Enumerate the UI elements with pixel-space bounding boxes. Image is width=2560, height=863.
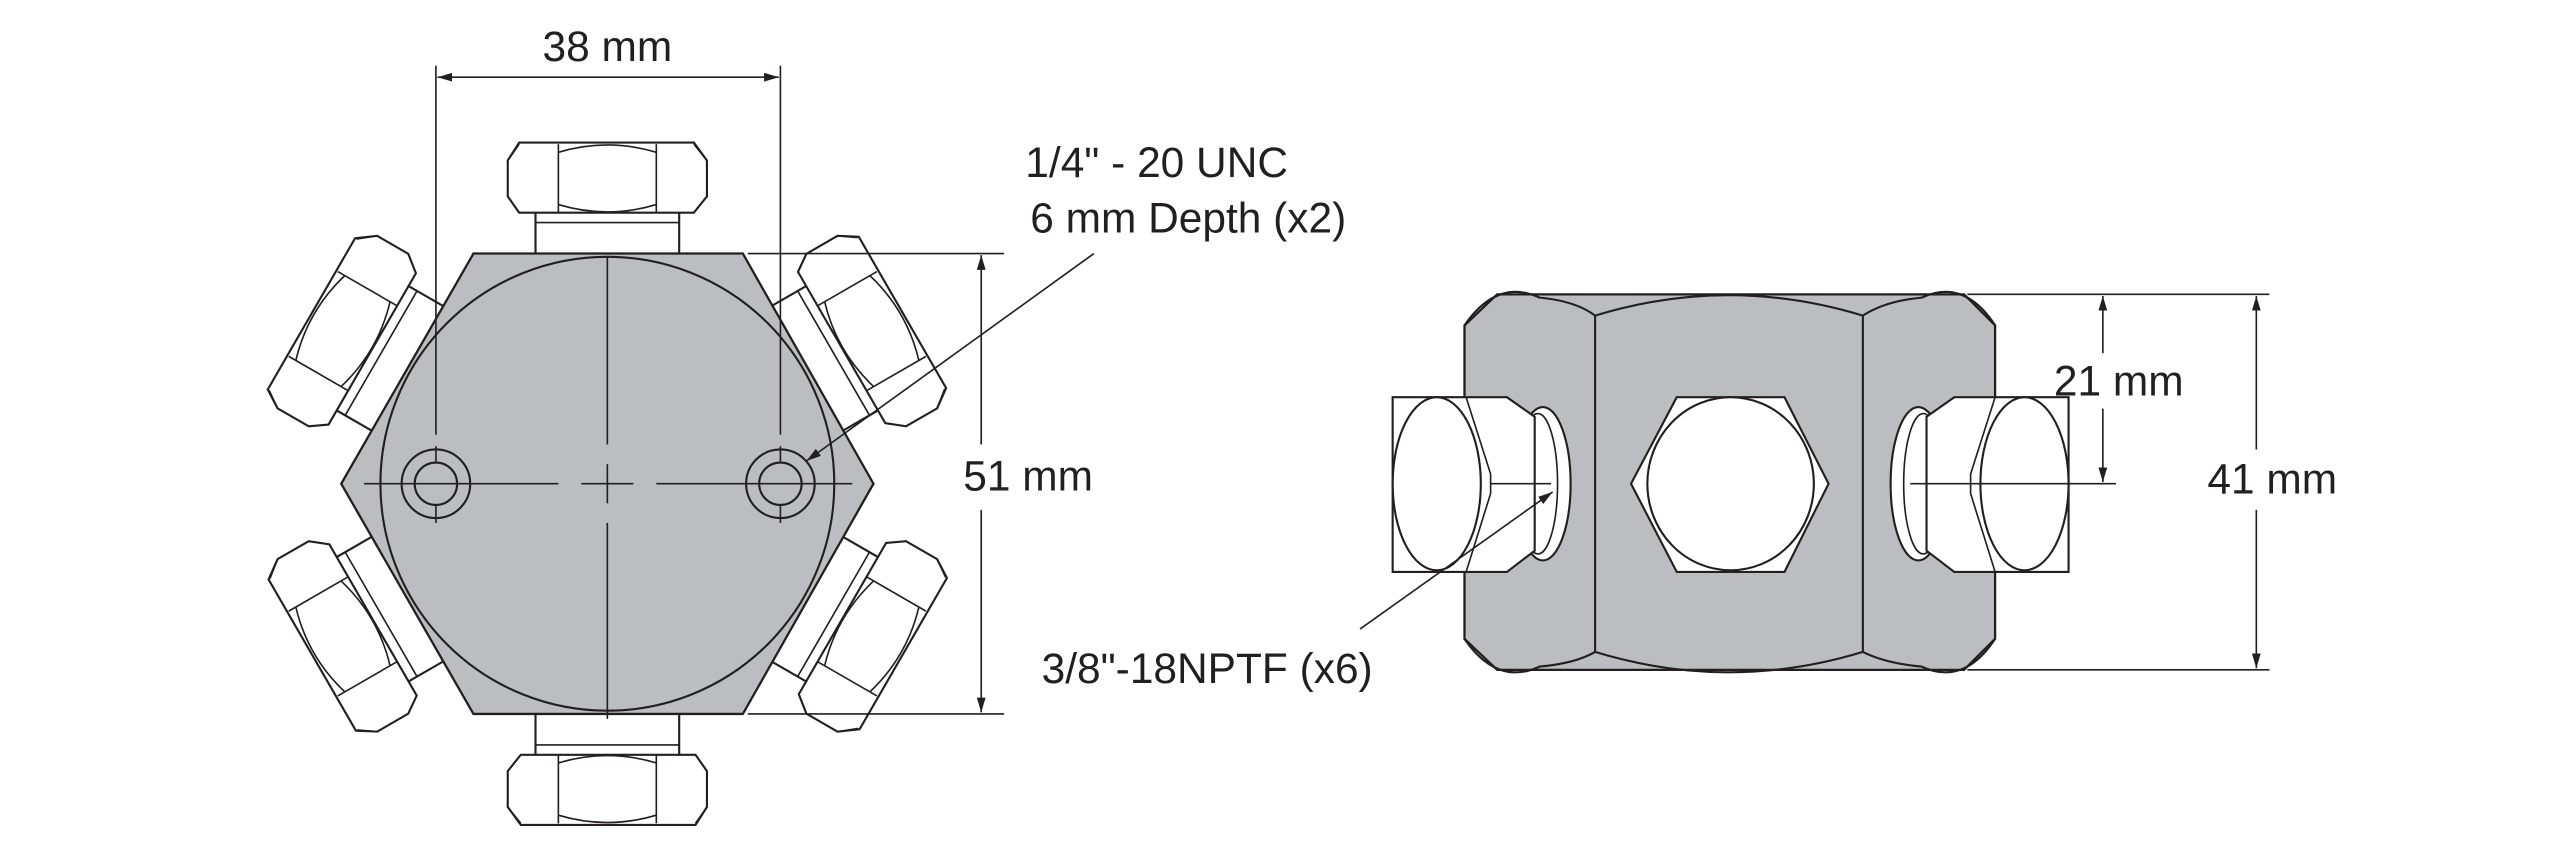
left-port-fitting [1391, 396, 1572, 573]
dimension-51mm: 51 mm [747, 252, 1093, 715]
nut-top [506, 141, 709, 257]
dimension-label-width: 38 mm [542, 23, 672, 70]
dimension-label-side-height: 41 mm [2207, 456, 2337, 503]
nut-bottom [506, 711, 709, 827]
callout-thread: 1/4" - 20 UNC [1025, 139, 1288, 186]
centerlines [364, 256, 853, 719]
center-port-nut [1629, 396, 1830, 573]
dimension-label-height: 51 mm [963, 452, 1093, 499]
front-view: 38 mm 51 mm 1/4" - 20 UNC 6 mm Depth (x2… [260, 23, 1346, 827]
dimension-38mm: 38 mm [435, 23, 782, 435]
dimension-label-half-height: 21 mm [2054, 358, 2184, 405]
dimension-21mm: 21 mm [1910, 295, 2184, 485]
side-view: 21 mm 41 mm 3/8"-18NPTF (x6) [1042, 290, 2337, 692]
thread-callout: 1/4" - 20 UNC 6 mm Depth (x2) [806, 139, 1346, 462]
npt-callout: 3/8"-18NPTF (x6) [1042, 491, 1554, 692]
callout-depth: 6 mm Depth (x2) [1030, 194, 1346, 241]
dimension-41mm: 41 mm [1967, 293, 2337, 671]
callout-npt: 3/8"-18NPTF (x6) [1042, 645, 1373, 692]
